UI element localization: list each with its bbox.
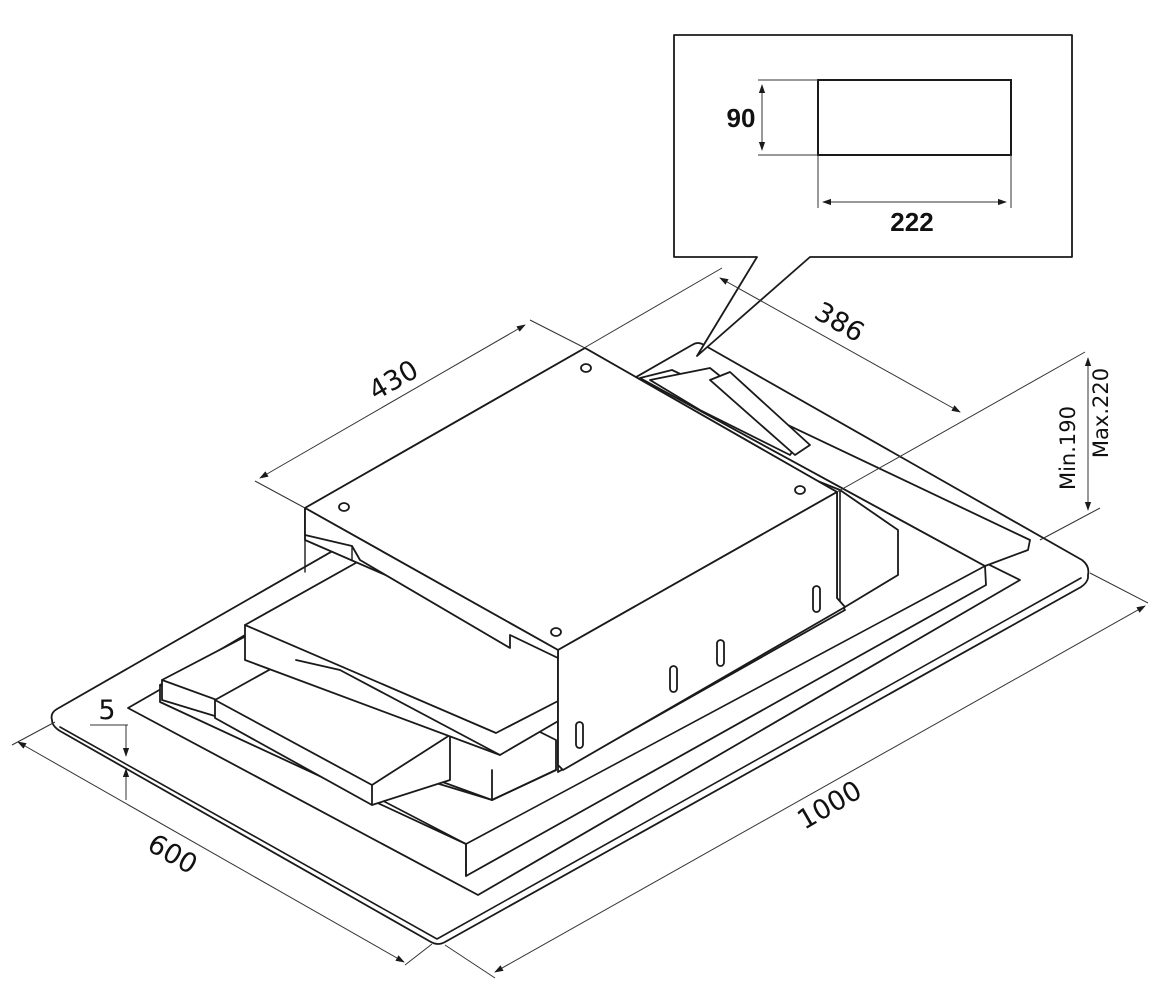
glass-thickness-label: 5 [98, 695, 115, 726]
inset-height-label: 90 [727, 103, 756, 133]
screw-hole-icon [338, 502, 350, 512]
vent-slot-icon [575, 721, 584, 749]
unit-depth-label: 430 [364, 354, 424, 407]
vent-slot-icon [812, 585, 821, 613]
vent-slot-icon [669, 665, 678, 693]
dim-height: Min.190 Max.220 [1039, 357, 1113, 541]
screw-hole-icon [794, 485, 806, 495]
hob-width-label: 1000 [792, 775, 867, 836]
inset-width-label: 222 [890, 207, 933, 237]
duct-section-rect [817, 79, 1012, 156]
hob-depth-label: 600 [142, 828, 202, 881]
screw-hole-icon [580, 363, 592, 373]
max-height-label: Max.220 [1089, 368, 1113, 458]
vent-slot-icon [716, 639, 725, 667]
screw-hole-icon [550, 627, 562, 637]
duct-section-callout: 90 222 [673, 34, 1073, 357]
min-height-label: Min.190 [1056, 406, 1080, 490]
duct-depth-label: 386 [809, 296, 869, 349]
